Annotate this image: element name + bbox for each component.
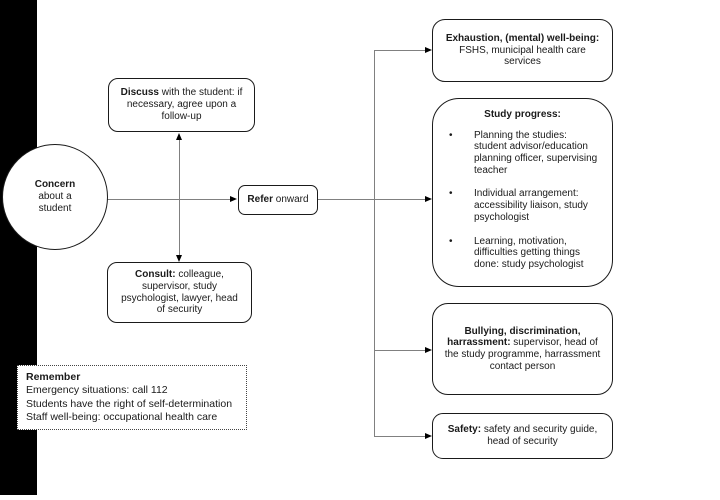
concern-circle-text: Concern about a student [34,179,76,214]
connector-discuss-consult [178,139,180,256]
study-bullet-planning: • Planning the studies: student advisor/… [449,129,598,176]
arrowhead-into-bullying [425,346,432,353]
arrowhead-into-consult [175,255,182,262]
discuss-box-text: Discuss with the student: if necessary, … [120,87,243,122]
bullet-icon: • [449,129,453,141]
branch-to-bullying [374,349,425,351]
arrowhead-into-safety [425,432,432,439]
arrowhead-into-discuss [175,133,182,140]
arrowhead-into-study [425,195,432,202]
exhaustion-box: Exhaustion, (mental) well-being: FSHS, m… [432,19,613,82]
study-bullet-individual: • Individual arrangement: accessibility … [449,188,588,223]
branch-to-exhaustion [374,49,425,51]
arrowhead-into-refer [230,195,237,202]
remember-note: Remember Emergency situations: call 112 … [17,365,247,430]
exhaustion-box-text: Exhaustion, (mental) well-being: FSHS, m… [445,32,600,68]
study-progress-title: Study progress: [484,109,561,120]
discuss-box: Discuss with the student: if necessary, … [108,78,255,132]
connector-trunk [373,50,375,436]
consult-box: Consult: colleague, supervisor, study ps… [107,262,252,323]
study-bullet-learning: • Learning, motivation, difficulties get… [449,235,584,270]
refer-box: Refer onward [238,185,318,215]
study-progress-box: Study progress: • Planning the studies: … [432,98,613,287]
bullying-box: Bullying, discrimination, harrassment: s… [432,303,613,395]
safety-box: Safety: safety and security guide, head … [432,413,613,459]
remember-title: Remember [26,371,81,383]
safety-box-text: Safety: safety and security guide, head … [447,424,598,447]
refer-box-text: Refer onward [247,194,309,206]
arrowhead-into-exhaustion [425,46,432,53]
remember-line: Students have the right of self-determin… [26,397,233,410]
branch-to-safety [374,435,425,437]
consult-box-text: Consult: colleague, supervisor, study ps… [121,269,238,316]
remember-line: Staff well-being: occupational health ca… [26,410,218,423]
remember-line: Emergency situations: call 112 [26,384,168,397]
bullet-icon: • [449,235,453,247]
connector-circle-to-refer [106,198,230,200]
bullet-icon: • [449,188,453,200]
connector-refer-to-study [318,198,425,200]
concern-circle: Concern about a student [2,144,108,250]
bullying-box-text: Bullying, discrimination, harrassment: s… [444,325,601,372]
